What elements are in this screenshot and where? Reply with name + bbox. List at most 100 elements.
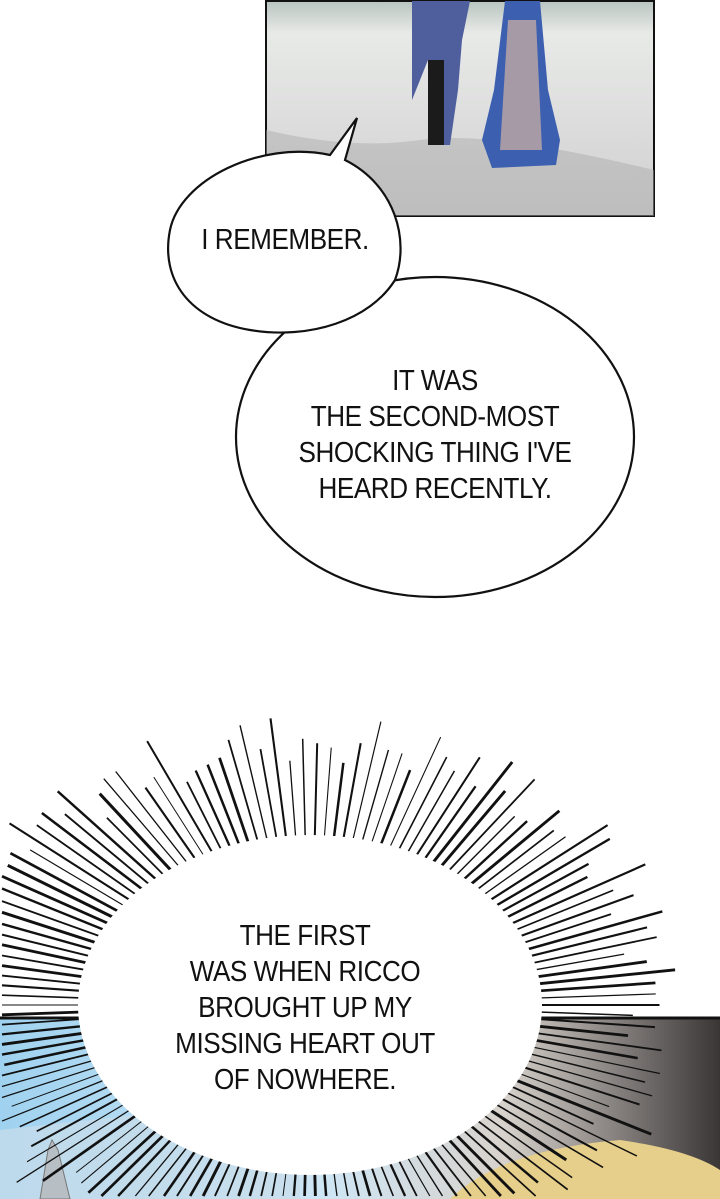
- burst-line: [144, 787, 199, 863]
- burst-line: [491, 1101, 604, 1169]
- burst-line: [19, 1083, 114, 1128]
- burst-line: [134, 1140, 183, 1197]
- burst-bubble: [78, 835, 542, 1175]
- burst-line: [1, 1077, 109, 1122]
- dialogue-line: I REMEMBER.: [201, 224, 369, 256]
- burst-line: [100, 1131, 168, 1197]
- burst-line: [518, 913, 612, 946]
- burst-line: [4, 1044, 93, 1067]
- burst-line: [360, 749, 390, 845]
- burst-line: [534, 1017, 656, 1029]
- burst-line: [30, 1095, 124, 1148]
- burst-line: [466, 809, 561, 889]
- burst-line: [491, 837, 611, 910]
- burst-line: [189, 1153, 216, 1197]
- dialogue-line: THE SECOND-MOST: [310, 401, 560, 433]
- burst-line: [369, 753, 403, 847]
- burst-line: [1, 994, 86, 999]
- emphasis-burst-lines: [1, 718, 676, 1197]
- burst-line: [1, 1017, 86, 1026]
- burst-line: [405, 1153, 431, 1197]
- burst-line: [36, 1089, 118, 1132]
- burst-line: [162, 1147, 199, 1197]
- burst-line: [515, 894, 634, 939]
- burst-line: [511, 889, 614, 933]
- burst-line: [527, 1045, 661, 1075]
- burst-line: [421, 1147, 458, 1197]
- burst-line: [16, 1106, 135, 1183]
- burst-line: [1, 1024, 87, 1036]
- burst-line: [341, 742, 362, 842]
- burst-line: [466, 1121, 539, 1184]
- burst-line: [1, 922, 98, 952]
- burst-line: [29, 849, 129, 909]
- burst-line: [534, 1011, 633, 1017]
- burst-line: [1, 910, 102, 946]
- burst-line: [206, 764, 242, 849]
- burst-line: [194, 770, 233, 851]
- burst-line: [218, 757, 251, 847]
- burst-line: [1, 1058, 98, 1088]
- speech-bubble-2-text: IT WAS THE SECOND-MOST SHOCKING THING I'…: [269, 363, 602, 507]
- burst-line: [533, 968, 676, 986]
- burst-line: [1, 900, 105, 939]
- dialogue-line: SHOCKING THING I'VE: [298, 437, 572, 469]
- burst-line: [534, 981, 656, 993]
- burst-line: [429, 761, 514, 867]
- burst-line: [496, 862, 590, 915]
- burst-line: [248, 1165, 260, 1197]
- dialogue-line: IT WAS: [392, 365, 478, 397]
- burst-line: [534, 993, 656, 999]
- burst-line: [176, 1150, 207, 1197]
- burst-line: [445, 778, 536, 875]
- burst-line: [1, 954, 91, 972]
- burst-line: [117, 1135, 175, 1197]
- burst-line: [239, 725, 269, 844]
- burst-line: [259, 748, 279, 842]
- burst-line: [1, 943, 93, 966]
- burst-line: [148, 1143, 191, 1197]
- burst-line: [452, 1131, 516, 1195]
- burst-line: [525, 1051, 646, 1083]
- burst-line: [437, 1140, 487, 1197]
- burst-line: [115, 771, 190, 867]
- burst-text: THE FIRST WAS WHEN RICCO BROUGHT UP MY M…: [148, 918, 463, 1098]
- burst-line: [413, 756, 481, 860]
- burst-line: [289, 760, 297, 841]
- burst-line: [56, 790, 161, 884]
- burst-line: [301, 738, 307, 841]
- burst-line: [1, 933, 95, 959]
- burst-line: [1, 874, 114, 927]
- burst-line: [522, 910, 663, 952]
- burst-line: [413, 1150, 444, 1197]
- burst-line: [8, 822, 135, 904]
- burst-line: [421, 785, 477, 863]
- burst-line: [1, 887, 109, 933]
- burst-line: [36, 824, 141, 898]
- burst-line: [396, 756, 448, 854]
- burst-line: [479, 1112, 573, 1179]
- speech-bubble-2: [234, 275, 636, 599]
- burst-line: [269, 718, 288, 842]
- burst-line: [529, 953, 625, 972]
- burst-line: [1, 964, 89, 979]
- burst-line: [1, 1010, 86, 1017]
- burst-line: [533, 1024, 629, 1038]
- burst-line: [106, 817, 168, 879]
- burst-line: [459, 1126, 537, 1197]
- burst-line: [369, 1163, 383, 1197]
- dialogue-line: BROUGHT UP MY: [198, 992, 412, 1024]
- burst-line: [452, 815, 516, 879]
- burst-line: [506, 1083, 594, 1125]
- burst-line: [529, 1038, 638, 1060]
- burst-line: [518, 1064, 640, 1106]
- burst-line: [506, 863, 646, 927]
- burst-line: [429, 1143, 472, 1197]
- dialogue-line: MISSING HEART OUT: [175, 1028, 435, 1060]
- burst-line: [75, 1117, 147, 1173]
- burst-line: [360, 1165, 372, 1197]
- burst-line: [1, 1038, 91, 1056]
- burst-line: [323, 747, 332, 841]
